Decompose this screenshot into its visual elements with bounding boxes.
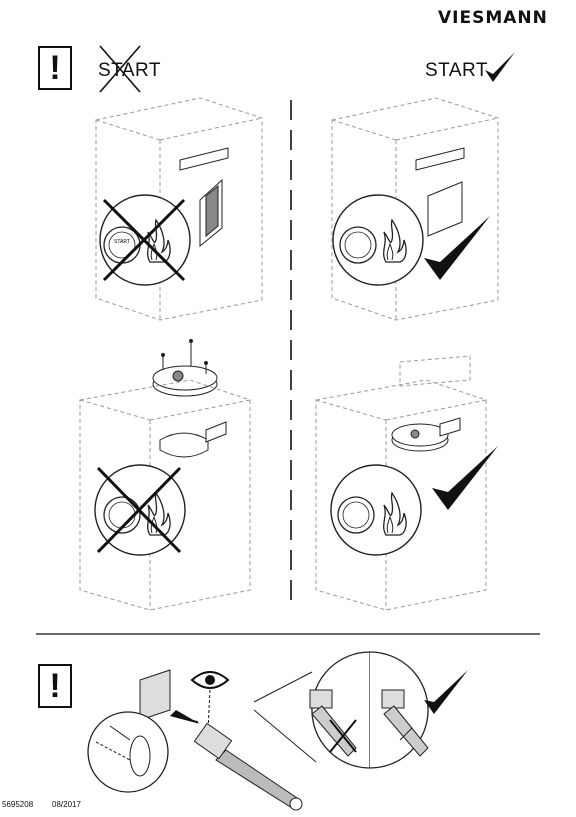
burner-exploded bbox=[152, 339, 218, 397]
warning-icon: ! bbox=[38, 46, 72, 90]
start-label-right: START bbox=[425, 60, 489, 81]
doc-number: 5695208 bbox=[2, 800, 34, 809]
cross-icon-panel-1 bbox=[102, 198, 186, 282]
cross-icon-bottom bbox=[329, 719, 357, 753]
check-icon-panel-2 bbox=[424, 216, 490, 280]
pipe-illustration bbox=[139, 669, 303, 811]
cross-icon-start bbox=[99, 45, 141, 93]
cross-icon-panel-3 bbox=[96, 466, 182, 554]
check-icon-panel-4 bbox=[432, 446, 498, 510]
boiler-top-left bbox=[95, 97, 263, 321]
burner-installed bbox=[391, 417, 461, 452]
brand-logo: VIESMANN bbox=[438, 8, 548, 28]
start-button-text-1: START bbox=[114, 239, 130, 245]
boiler-top-right bbox=[331, 97, 499, 321]
doc-date: 08/2017 bbox=[52, 800, 81, 809]
start-button-panel-4 bbox=[330, 464, 422, 556]
check-icon-start bbox=[485, 52, 515, 82]
detail-inset-right bbox=[309, 651, 429, 769]
start-button-panel-2 bbox=[332, 194, 424, 286]
eye-icon bbox=[190, 671, 230, 731]
check-icon-bottom bbox=[424, 670, 468, 714]
warning-icon-bottom: ! bbox=[38, 664, 72, 708]
detail-inset-left bbox=[87, 711, 169, 793]
